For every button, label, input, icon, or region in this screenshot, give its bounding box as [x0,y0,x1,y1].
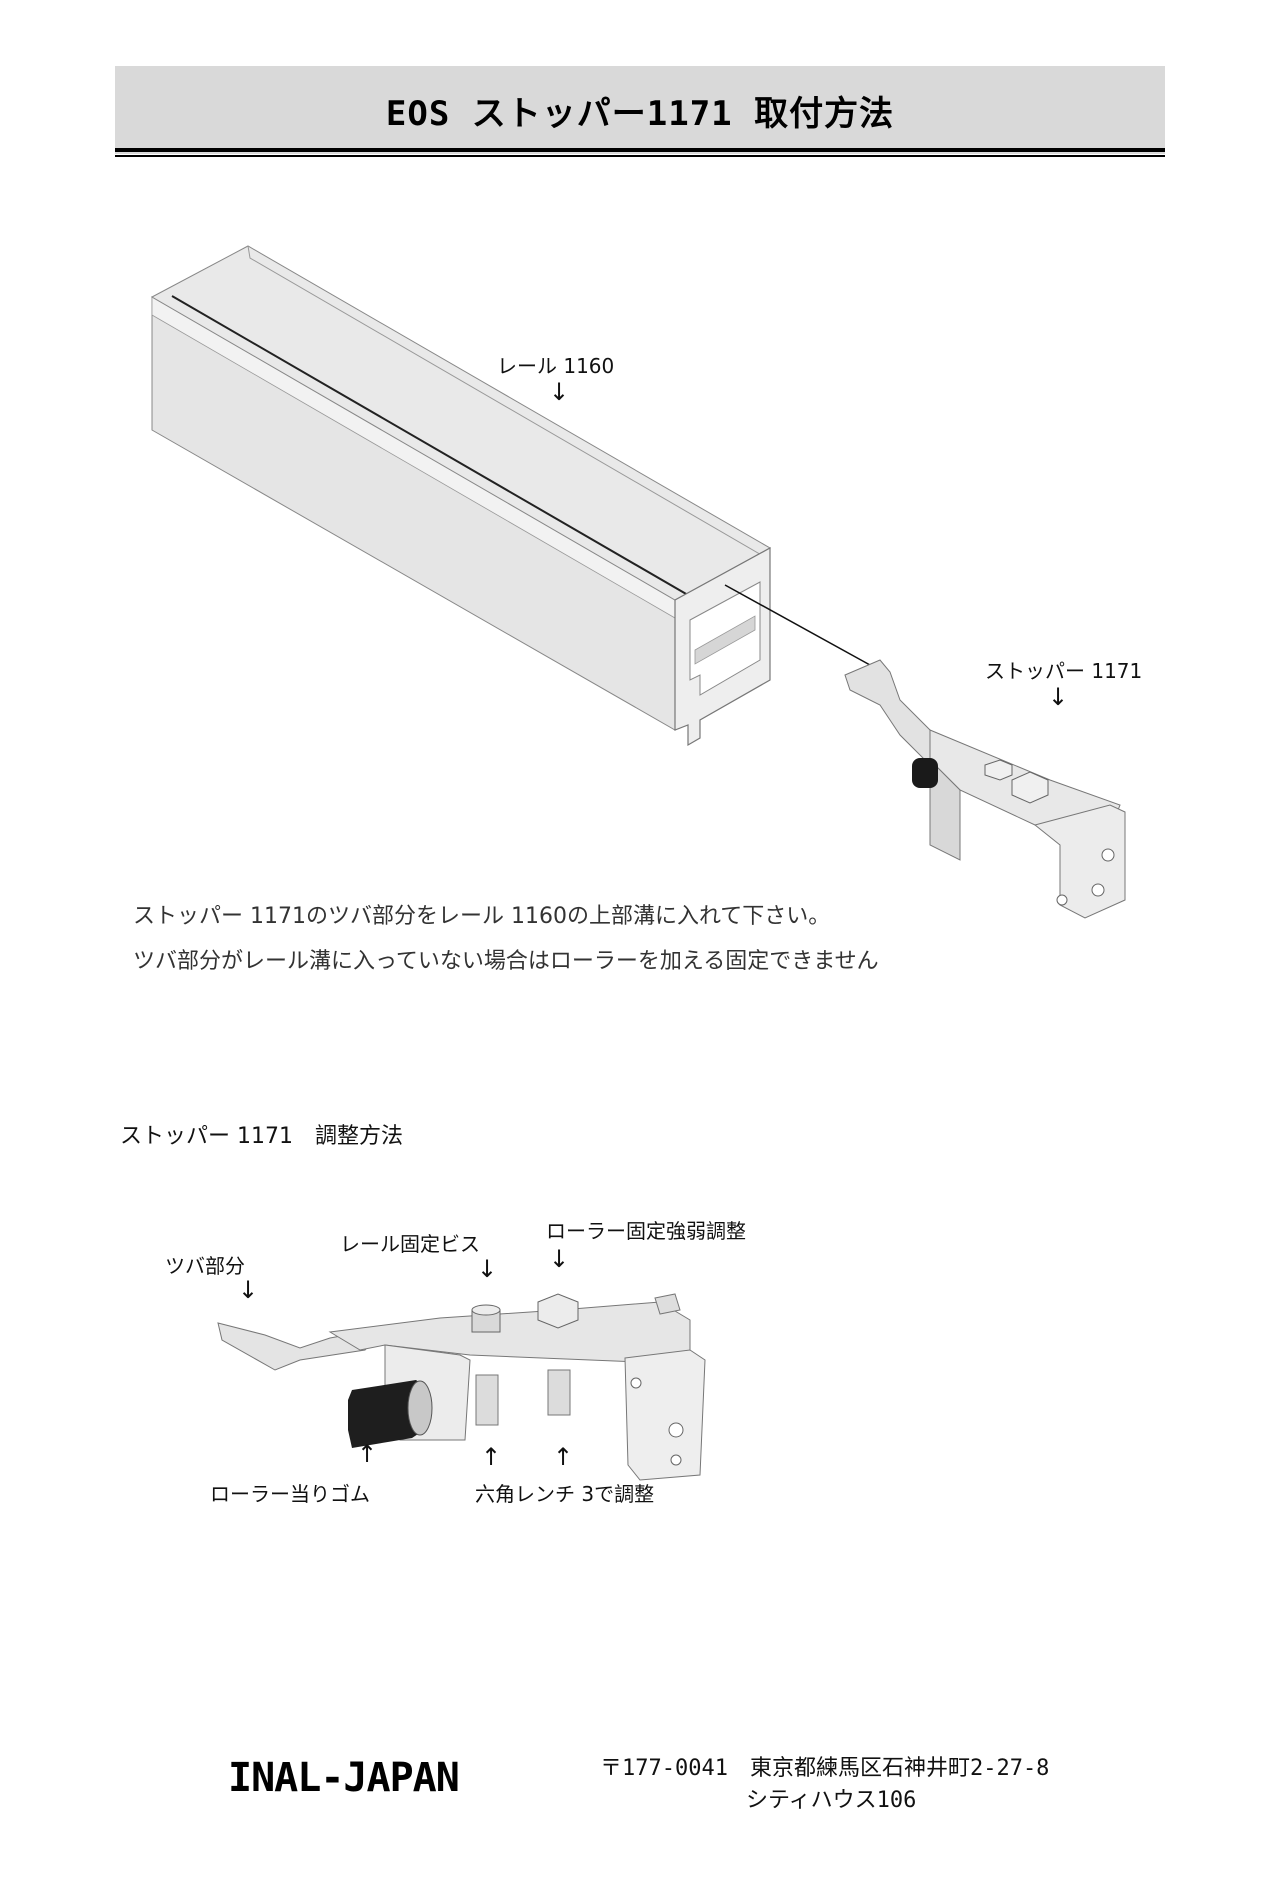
address-line-2: シティハウス106 [746,1788,917,1813]
rail-arrow-down-icon: ↓ [549,378,570,406]
rail-illustration [150,245,1126,919]
title-rule-thin [115,155,1165,157]
stopper-label: ストッパー 1171 [985,659,1143,683]
roller-adjust-arrow-down-icon: ↓ [549,1245,570,1273]
title-rule-thick [115,148,1165,152]
instruction-line-2: ツバ部分がレール溝に入っていない場合はローラーを加える固定できません [133,949,879,974]
section-title: ストッパー 1171 調整方法 [120,1124,403,1149]
flange-arrow-down-icon: ↓ [238,1276,259,1304]
hex-arrow-up-right-icon: ↑ [553,1443,574,1471]
rail-label: レール 1160 [497,354,615,378]
stopper-detail-illustration [217,1293,706,1481]
rubber-arrow-up-icon: ↑ [357,1440,378,1468]
address-line-1: 〒177-0041 東京都練馬区石神井町2-27-8 [600,1756,1050,1781]
roller-adjust-label: ローラー固定強弱調整 [546,1219,746,1243]
stopper-arrow-down-icon: ↓ [1048,683,1069,711]
hex-arrow-up-left-icon: ↑ [481,1443,502,1471]
flange-label: ツバ部分 [165,1254,245,1278]
rubber-label: ローラー当りゴム [210,1482,370,1506]
rail-screw-arrow-down-icon: ↓ [477,1255,498,1283]
hex-wrench-label: 六角レンチ 3で調整 [475,1482,655,1506]
instruction-line-1: ストッパー 1171のツバ部分をレール 1160の上部溝に入れて下さい。 [133,904,831,929]
page-title: EOS ストッパー1171 取付方法 [385,93,895,134]
company-name: INAL-JAPAN [228,1755,460,1801]
rail-screw-label: レール固定ビス [340,1232,480,1256]
title-bar: EOS ストッパー1171 取付方法 [115,66,1165,154]
